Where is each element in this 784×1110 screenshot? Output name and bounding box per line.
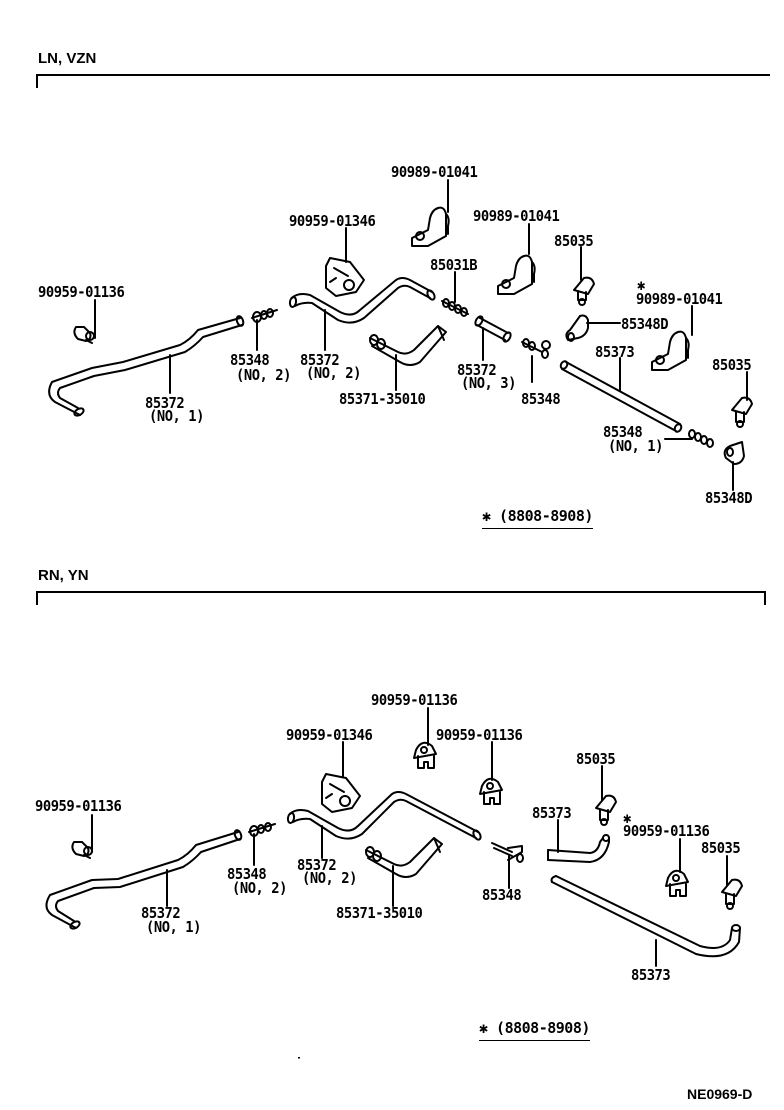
label-clip-top: 90959-01136	[371, 691, 458, 709]
hose-85371-35010	[369, 325, 447, 366]
label-nozzle-a: 85035	[576, 750, 616, 768]
label-hose-85373-long: 85373	[631, 966, 671, 984]
label-clip-mid: 90959-01136	[436, 726, 523, 744]
label-clip-left: 90959-01136	[35, 797, 122, 815]
section-title-rn-yn: RN, YN	[38, 567, 89, 584]
label-clamp-top: 90989-01041	[391, 163, 478, 181]
clip-icon	[479, 777, 503, 805]
nozzle-icon	[573, 276, 595, 306]
hose-85372-no1	[48, 317, 243, 416]
leader-lines	[91, 707, 728, 967]
date-range-note-2: ✱ (8808-8908)	[479, 1019, 590, 1041]
label-star: ✱	[623, 809, 631, 827]
label-hose-35010: 85371-35010	[339, 390, 426, 408]
label-conn-no2: 85348	[227, 865, 267, 883]
label-hose-no2-sub: (NO, 2)	[306, 364, 361, 382]
clip-icon	[665, 869, 689, 897]
section-title-ln-vzn: LN, VZN	[38, 50, 97, 67]
label-elbow-b: 85348D	[705, 489, 753, 507]
bracket-icon	[325, 257, 365, 297]
label-hose-no3: 85372	[457, 361, 497, 379]
tee-85348	[491, 842, 524, 863]
label-tee: 85348	[482, 886, 522, 904]
label-nozzle-b: 85035	[701, 839, 741, 857]
clamp-icon	[411, 206, 450, 247]
hose-85373-long	[551, 875, 741, 958]
label-hose-no1: 85372	[141, 904, 181, 922]
label-clamp-mid: 90989-01041	[473, 207, 560, 225]
label-conn-85031b: 85031B	[430, 256, 478, 274]
nozzle-icon	[595, 794, 617, 826]
label-conn-no2: 85348	[230, 351, 270, 369]
elbow-icon	[723, 441, 745, 465]
label-elbow-a: 85348D	[621, 315, 669, 333]
note-text: ✱ (8808-8908)	[479, 1019, 590, 1037]
label-conn-no2-sub: (NO, 2)	[236, 366, 291, 384]
hose-85372-no2	[291, 277, 433, 324]
hose-85372-no1	[45, 831, 241, 929]
clip-icon	[71, 841, 93, 859]
label-tee: 85348	[521, 390, 561, 408]
hose-85372-no3	[476, 317, 509, 341]
note-text: ✱ (8808-8908)	[482, 507, 593, 525]
label-bracket: 90959-01346	[286, 726, 373, 744]
hose-85373	[561, 361, 681, 432]
label-clip-left: 90959-01136	[38, 283, 125, 301]
connector-85348-no2	[251, 308, 278, 323]
label-conn-no1-sub: (NO, 1)	[608, 437, 663, 455]
section-frame-ln-vzn	[36, 74, 770, 88]
connector-85348-no2	[248, 822, 276, 837]
clip-icon	[73, 326, 95, 344]
label-hose-85373-short: 85373	[532, 804, 572, 822]
clamp-icon	[497, 254, 536, 295]
leader-lines	[94, 179, 748, 491]
label-hose-no1-sub: (NO, 1)	[146, 918, 201, 936]
label-bracket: 90959-01346	[289, 212, 376, 230]
label-clamp-right: 90989-01041	[636, 290, 723, 308]
connector-85348-no1	[688, 429, 714, 448]
hose-85373-short	[547, 837, 610, 863]
hose-85372-no2	[289, 791, 479, 840]
date-range-note-1: ✱ (8808-8908)	[482, 507, 593, 529]
tee-85348	[521, 338, 551, 359]
label-conn-no1: 85348	[603, 423, 643, 441]
bracket-icon	[321, 773, 361, 813]
hose-85371-35010	[365, 837, 443, 878]
label-hose-no2-sub: (NO, 2)	[302, 869, 357, 887]
label-hose-no1-sub: (NO, 1)	[149, 407, 204, 425]
connector-85031b	[441, 298, 469, 317]
label-hose-no2: 85372	[300, 351, 340, 369]
label-nozzle-b: 85035	[712, 356, 752, 374]
label-conn-no2-sub: (NO, 2)	[232, 879, 287, 897]
stray-dot	[298, 1057, 300, 1059]
label-hose-no3-sub: (NO, 3)	[461, 374, 516, 392]
nozzle-icon	[721, 878, 743, 910]
clamp-icon	[651, 330, 690, 371]
label-nozzle-a: 85035	[554, 232, 594, 250]
nozzle-icon	[731, 396, 753, 428]
label-hose-no1: 85372	[145, 394, 185, 412]
section-frame-rn-yn	[36, 591, 766, 605]
label-star: ✱	[637, 276, 645, 294]
label-clip-right: 90959-01136	[623, 822, 710, 840]
diagram-code: NE0969-D	[687, 1086, 753, 1102]
clip-icon	[413, 741, 437, 769]
label-hose-no2: 85372	[297, 856, 337, 874]
elbow-icon	[565, 314, 589, 342]
label-hose-85373: 85373	[595, 343, 635, 361]
label-hose-35010: 85371-35010	[336, 904, 423, 922]
